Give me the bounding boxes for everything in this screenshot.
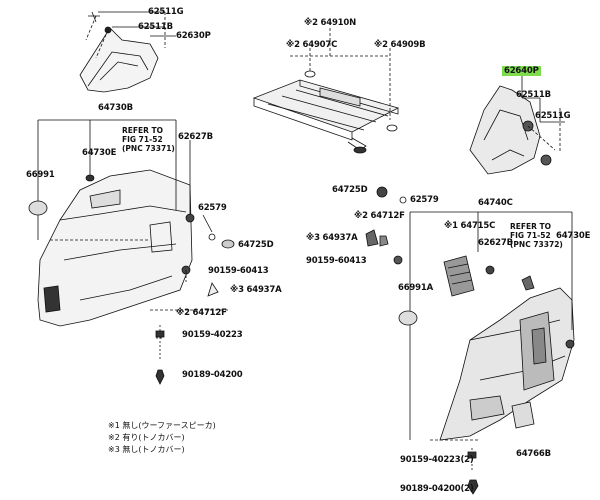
label-90189-04200-left: 90189-04200 [182, 370, 243, 380]
reference-left-line2: FIG 71-52 [122, 135, 163, 144]
label-64725d: 64725D [238, 240, 274, 250]
label-90159-40223-right: 90159-40223(2) [400, 455, 474, 465]
label-62511g-top: 62511G [148, 7, 184, 17]
footnote-1: ※1 無し(ウーファースピーカ) [108, 421, 216, 430]
quarter-trim-64730b [37, 169, 193, 327]
reference-left-line3: (PNC 73371) [122, 144, 175, 153]
reference-right-line3: (PNC 73372) [510, 240, 563, 249]
label-64725d-right: 64725D [332, 185, 368, 195]
label-66991a: 66991A [398, 283, 433, 293]
label-64730b: 64730B [98, 103, 133, 113]
footnote-2: ※2 有り(トノカバー) [108, 433, 185, 442]
label-64740c: 64740C [478, 198, 513, 208]
tonneau-cover-64910n [252, 79, 400, 154]
reference-left-line1: REFER TO [122, 126, 164, 135]
label-64730e-right: 64730E [556, 231, 591, 241]
label-66991: 66991 [26, 170, 55, 180]
reference-right: REFER TO FIG 71-52 (PNC 73372) [510, 222, 563, 249]
label-62627b-right: 62627B [478, 238, 513, 248]
reference-right-line1: REFER TO [510, 222, 552, 231]
label-62627b-left: 62627B [178, 132, 213, 142]
quarter-trim-64740c [439, 287, 575, 441]
label-62579-left: 62579 [198, 203, 227, 213]
label-62640p: 62640P [502, 66, 541, 76]
label-90189-04200-right: 90189-04200(2) [400, 484, 474, 494]
label-90159-60413-right: 90159-60413 [306, 256, 367, 266]
label-64910n: ※2 64910N [304, 18, 357, 28]
clip-62511g-top [88, 11, 100, 23]
label-62511b-right: 62511B [516, 90, 551, 100]
label-64715c: ※1 64715C [444, 221, 496, 231]
label-64766b: 64766B [516, 449, 551, 459]
label-90159-60413-left: 90159-60413 [208, 266, 269, 276]
reference-right-line2: FIG 71-52 [510, 231, 551, 240]
label-64937a-left: ※3 64937A [230, 285, 282, 295]
label-64730e-left: 64730E [82, 148, 117, 158]
label-64907c: ※2 64907C [286, 40, 338, 50]
label-64909b: ※2 64909B [374, 40, 426, 50]
reference-left: REFER TO FIG 71-52 (PNC 73371) [122, 126, 175, 153]
label-62630p: 62630P [176, 31, 211, 41]
label-62511b-top: 62511B [138, 22, 173, 32]
label-64712f-left: ※2 64712F [176, 308, 227, 318]
label-62511g-right: 62511G [535, 111, 571, 121]
pillar-trim-62640p [469, 85, 541, 175]
pillar-trim-62630p [79, 27, 159, 93]
footnote-3: ※3 無し(トノカバー) [108, 445, 185, 454]
label-64937a-right: ※3 64937A [306, 233, 358, 243]
footnotes: ※1 無し(ウーファースピーカ) ※2 有り(トノカバー) ※3 無し(トノカバ… [108, 420, 216, 456]
label-62579-right: 62579 [410, 195, 439, 205]
label-90159-40223-left: 90159-40223 [182, 330, 243, 340]
highlight-62640p: 62640P [502, 66, 541, 76]
label-64712f-right: ※2 64712F [354, 211, 405, 221]
